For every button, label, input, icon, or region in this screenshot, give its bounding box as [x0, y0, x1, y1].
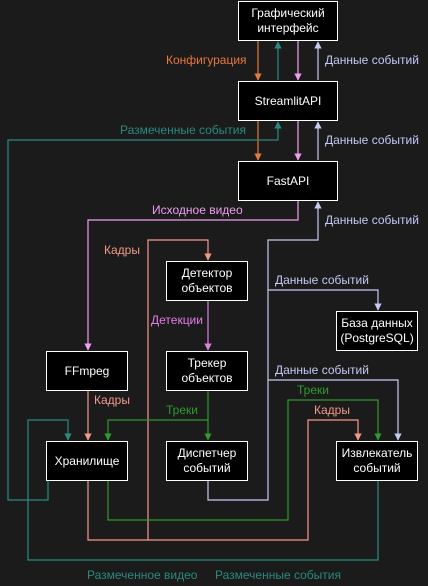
node-gui: Графический интерфейс [238, 1, 338, 41]
frames-arrow-storage-extractor [87, 419, 362, 541]
label-config: Конфигурация [166, 53, 247, 67]
node-gui-label: Графический интерфейс [251, 6, 325, 35]
node-ffmpeg: FFmpeg [46, 351, 128, 391]
node-storage-label: Хранилище [54, 453, 120, 468]
node-fastapi: FastAPI [238, 161, 338, 201]
tracks-arrow-tracker-storage [104, 391, 209, 441]
node-streamlit-api: StreamlitAPI [238, 81, 338, 121]
source-video-arrow-fastapi-ffmpeg [84, 201, 299, 351]
node-storage: Хранилище [46, 441, 128, 481]
label-source-video: Исходное видео [152, 203, 243, 217]
frames-arrow-storage-detector [147, 239, 212, 540]
node-ffmpeg-label: FFmpeg [64, 363, 110, 378]
node-dispatcher: Диспетчер событий [166, 441, 248, 481]
marked-events-arrow-storage-streamlit [7, 121, 282, 501]
label-events-data-2: Данные событий [325, 133, 419, 147]
label-tracks-mid: Треки [166, 403, 198, 417]
label-detections: Детекции [151, 313, 203, 327]
label-marked-video: Размеченное видео [87, 568, 198, 582]
node-extractor: Извлекатель событий [336, 441, 418, 481]
node-tracker: Трекер объектов [166, 351, 248, 391]
events-arrow-to-extractor [268, 379, 402, 441]
marked-arrow-extractor-storage [27, 419, 379, 561]
label-events-data-4: Данные событий [275, 363, 369, 377]
node-extractor-label: Извлекатель событий [341, 446, 413, 475]
label-tracks-right: Треки [297, 383, 329, 397]
label-events-data-3: Данные событий [325, 213, 419, 227]
label-marked-events-bottom: Размеченные события [215, 568, 341, 582]
events-arrow-dispatcher-fastapi [207, 201, 322, 501]
node-database-label: База данных (PostgreSQL) [340, 316, 414, 345]
label-frames-right: Кадры [314, 403, 350, 417]
tracks-arrow-storage-extractor [107, 399, 382, 521]
node-detector: Детектор объектов [166, 261, 248, 301]
node-database: База данных (PostgreSQL) [336, 311, 418, 351]
label-marked-events-top: Размеченные события [120, 123, 246, 137]
node-fastapi-label: FastAPI [266, 173, 310, 188]
node-streamlit-label: StreamlitAPI [254, 93, 322, 108]
node-detector-label: Детектор объектов [181, 266, 233, 295]
label-frames-ffmpeg: Кадры [94, 393, 130, 407]
label-events-data-1: Данные событий [325, 53, 419, 67]
label-frames-top: Кадры [104, 243, 140, 257]
node-tracker-label: Трекер объектов [181, 356, 233, 385]
label-events-data-db: Данные событий [275, 273, 369, 287]
node-dispatcher-label: Диспетчер событий [177, 446, 237, 475]
events-arrow-to-db [268, 289, 382, 311]
